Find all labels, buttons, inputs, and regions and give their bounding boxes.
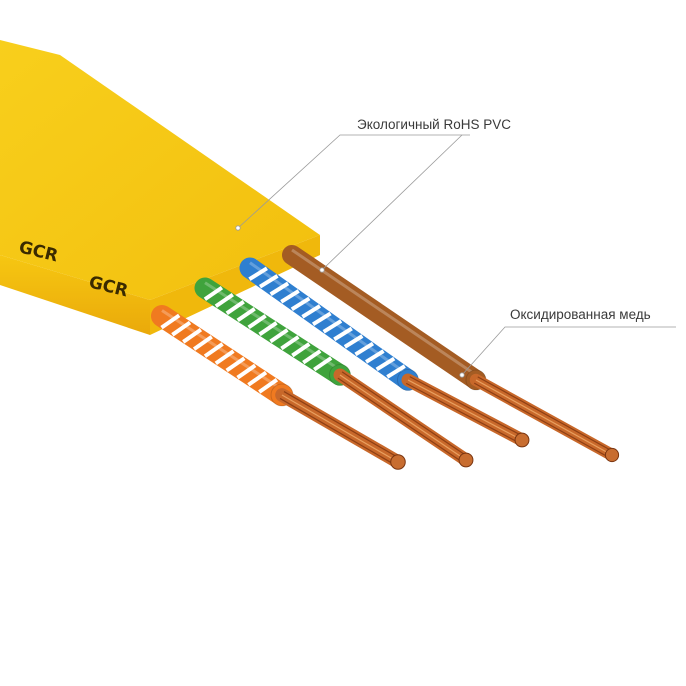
wire-stripe bbox=[311, 311, 332, 327]
wire-stripe bbox=[280, 335, 300, 351]
callout-leader-jacket bbox=[237, 134, 470, 229]
wire-stripe bbox=[386, 364, 406, 379]
wire-highlight bbox=[161, 309, 283, 391]
wire-stripe bbox=[225, 300, 245, 315]
wire-stripe bbox=[375, 356, 396, 372]
cable-jacket-side bbox=[0, 255, 150, 335]
wire-stripe bbox=[225, 356, 246, 373]
wire-stripe bbox=[322, 319, 343, 334]
wire-stripe bbox=[291, 342, 311, 358]
wire-insulation bbox=[282, 245, 486, 390]
wire-stripe bbox=[333, 326, 353, 342]
wire-stripe bbox=[247, 370, 268, 387]
wire-green bbox=[194, 277, 474, 468]
conductor-tip bbox=[514, 432, 530, 448]
callout-leader-jacket-2 bbox=[321, 134, 463, 271]
callout-dot-copper bbox=[459, 372, 465, 378]
conductor-tip bbox=[458, 452, 474, 468]
copper-strand bbox=[339, 374, 467, 461]
copper-strand bbox=[341, 371, 469, 458]
wire-stripe bbox=[192, 335, 213, 351]
callout-dot-jacket bbox=[235, 225, 241, 231]
wire-stripe bbox=[171, 320, 192, 337]
cable-jacket-end bbox=[150, 235, 320, 335]
wire-insulation bbox=[239, 257, 419, 391]
callout-leader-copper bbox=[461, 326, 676, 376]
wire-stripe bbox=[203, 285, 224, 301]
wire-stripe bbox=[214, 292, 234, 308]
conductor-tip bbox=[390, 454, 406, 470]
wire-stripe bbox=[343, 334, 364, 349]
callout-label-jacket: Экологичный RoHS PVC bbox=[357, 117, 511, 132]
wire-highlight bbox=[249, 261, 409, 376]
cable-jacket-top bbox=[0, 40, 320, 300]
copper-strand bbox=[407, 379, 523, 441]
copper-strand bbox=[475, 379, 613, 456]
wire-stripe bbox=[182, 328, 203, 344]
copper-strand bbox=[337, 377, 465, 464]
wire-stripe bbox=[258, 321, 278, 337]
copper-strand bbox=[279, 397, 397, 466]
wire-stripe bbox=[258, 274, 279, 289]
wire-stripe bbox=[301, 304, 321, 319]
copper-strand bbox=[409, 376, 525, 438]
wire-stripe bbox=[354, 341, 375, 357]
wire-stripe bbox=[280, 289, 300, 304]
wire-highlight bbox=[204, 281, 341, 372]
copper-strand bbox=[283, 391, 401, 460]
wire-stripe bbox=[269, 328, 289, 344]
copper-strand bbox=[405, 382, 521, 444]
wire-stripe bbox=[214, 349, 235, 366]
copper-strand bbox=[477, 376, 615, 453]
callout-label-conductor: Оксидированная медь bbox=[510, 307, 651, 322]
wire-stripe bbox=[365, 349, 385, 364]
wire-stripe bbox=[236, 363, 257, 380]
wire-stripe bbox=[248, 266, 268, 281]
wire-stripe bbox=[269, 281, 290, 296]
copper-strand bbox=[473, 382, 611, 459]
wire-blue bbox=[239, 257, 530, 448]
conductor-tip bbox=[604, 447, 620, 463]
wire-stripe bbox=[203, 342, 224, 358]
wire-stripe bbox=[290, 296, 311, 311]
wire-brown bbox=[282, 245, 620, 463]
wire-stripe bbox=[258, 378, 279, 394]
wire-stripe bbox=[160, 313, 181, 330]
wire-stripe bbox=[247, 314, 267, 330]
wire-orange bbox=[151, 305, 406, 470]
callout-dot-jacket-2 bbox=[319, 267, 325, 273]
wire-insulation bbox=[194, 277, 351, 386]
wire-stripe bbox=[302, 349, 322, 365]
wire-stripe bbox=[313, 356, 333, 372]
wire-group bbox=[151, 245, 620, 470]
wire-stripe bbox=[236, 307, 256, 323]
copper-strand bbox=[281, 394, 399, 463]
